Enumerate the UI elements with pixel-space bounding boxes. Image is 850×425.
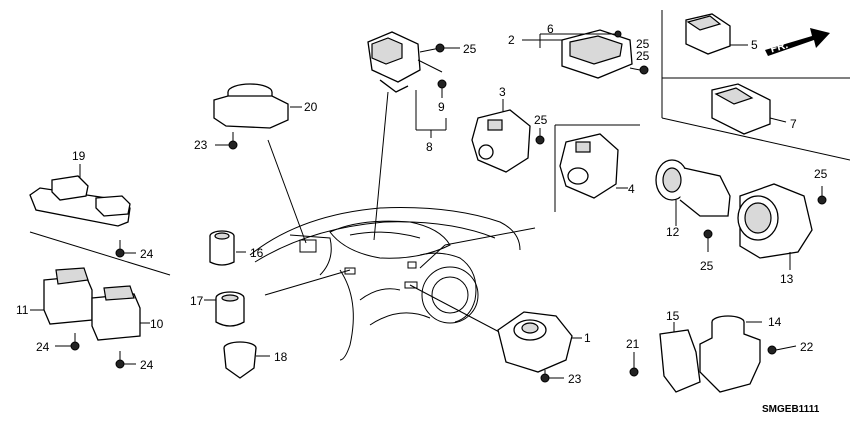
part-12-ignition-switch [655, 159, 731, 226]
callout-7: 7 [790, 117, 797, 131]
part-19-switch-panel [29, 164, 131, 227]
bracket-8-lines [415, 90, 447, 138]
part-13-push-start-switch [737, 183, 813, 270]
part-7-switch [711, 83, 787, 135]
callout-24-left: 24 [36, 340, 50, 354]
screw-25-lower [703, 229, 713, 252]
screw-25-top [435, 43, 460, 53]
callout-21: 21 [626, 337, 640, 351]
callout-25-far-right: 25 [814, 167, 828, 181]
callout-25-extra: 25 [636, 49, 650, 63]
callout-6: 6 [547, 22, 554, 36]
callout-3: 3 [499, 85, 506, 99]
callout-22: 22 [800, 340, 814, 354]
callout-9: 9 [438, 100, 445, 114]
callout-12: 12 [666, 225, 680, 239]
callout-11: 11 [16, 303, 29, 317]
screw-6 [614, 30, 622, 38]
screw-24-top [115, 240, 136, 258]
screw-25-right [629, 65, 649, 75]
callout-18: 18 [274, 350, 288, 364]
part-20-rotary-switch [213, 83, 302, 129]
frame-dividers [29, 10, 850, 276]
callout-17: 17 [190, 294, 204, 308]
callout-25-right: 25 [636, 37, 650, 51]
callout-20: 20 [304, 100, 318, 114]
part-16-socket [209, 230, 246, 266]
callout-1: 1 [584, 331, 591, 345]
part-17-socket-ring [204, 291, 245, 327]
screw-23-bottom [540, 370, 564, 383]
part-hazard-switch [367, 31, 443, 93]
part-15-bracket [659, 322, 701, 393]
screw-24-left [55, 333, 80, 351]
callout-8: 8 [426, 140, 433, 154]
screw-21 [629, 352, 639, 377]
callout-14: 14 [768, 315, 782, 329]
part-5-switch [685, 13, 748, 55]
callout-15: 15 [666, 309, 680, 323]
direction-label: FR. [769, 39, 789, 55]
car-interior-outline [249, 207, 521, 361]
callout-24-bottom: 24 [140, 358, 154, 372]
screw-23-left [215, 132, 238, 150]
screw-25-far-right [817, 186, 827, 205]
callout-5: 5 [751, 38, 758, 52]
callout-2: 2 [508, 33, 515, 47]
part-10-switch [91, 285, 150, 341]
callout-19: 19 [72, 149, 86, 163]
screw-24-bottom [115, 351, 136, 369]
part-14-switch-unit [699, 315, 762, 393]
screw-25-mid [535, 128, 545, 145]
part-3-switch-body [471, 99, 531, 173]
callout-4: 4 [628, 182, 635, 196]
callout-25-top: 25 [463, 42, 477, 56]
screw-22 [767, 345, 797, 355]
callouts: 1 2 3 4 5 6 7 8 9 10 11 12 13 14 15 16 1… [16, 22, 828, 386]
part-4-switch-body [559, 133, 628, 199]
callout-16: 16 [250, 246, 264, 260]
front-direction-arrow: FR. [765, 28, 830, 56]
part-1-switch-assembly [497, 311, 582, 373]
part-2-switch-cluster [522, 29, 633, 79]
callout-25-lower: 25 [700, 259, 714, 273]
callout-24-top: 24 [140, 247, 154, 261]
clip-9 [437, 79, 447, 98]
callout-23-bottom: 23 [568, 372, 582, 386]
part-11-switch [30, 267, 93, 325]
callout-13: 13 [780, 272, 794, 286]
callout-25-mid: 25 [534, 113, 548, 127]
part-18-holder [223, 341, 270, 379]
car-leader-lines [264, 91, 536, 336]
callout-23-left: 23 [194, 138, 208, 152]
drawing-code: SMGEB1111 [762, 404, 820, 415]
callout-10: 10 [150, 317, 164, 331]
